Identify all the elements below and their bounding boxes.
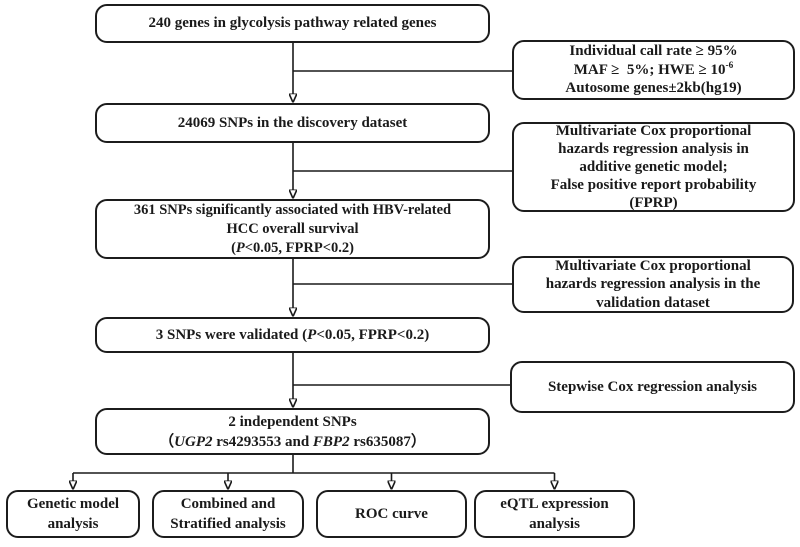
analysis-box-roc-curve: ROC curve [316,490,467,538]
flow-box-genes-240: 240 genes in glycolysis pathway related … [95,4,490,43]
criteria-box-qc-filters: Individual call rate ≥ 95%MAF ≥ 5%; HWE … [512,40,795,100]
flow-box-snps-independent: 2 independent SNPs（UGP2 rs4293553 and FB… [95,408,490,455]
criteria-box-stepwise-cox: Stepwise Cox regression analysis [510,361,795,413]
flow-box-snps-associated: 361 SNPs significantly associated with H… [95,199,490,259]
flow-box-snps-discovery: 24069 SNPs in the discovery dataset [95,103,490,143]
flow-box-snps-validated: 3 SNPs were validated (P<0.05, FPRP<0.2) [95,317,490,353]
